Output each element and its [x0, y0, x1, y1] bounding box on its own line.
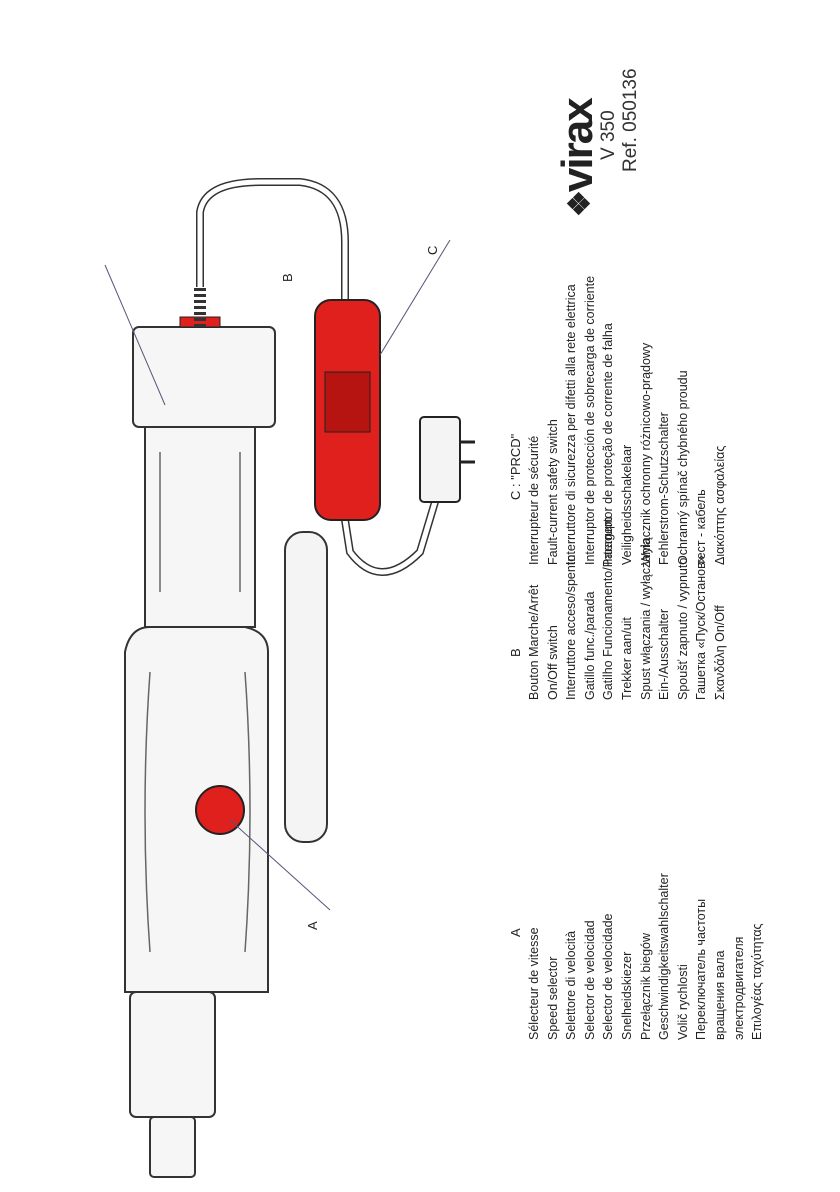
leader-c	[379, 239, 451, 356]
model-name: V 350	[598, 110, 619, 160]
speed-selector-knob	[195, 785, 245, 835]
logo-text: virax	[553, 99, 602, 193]
list-item: Geschwindigkeitswahlschalter	[657, 873, 672, 1040]
column-a: Sélecteur de vitesse Speed selector Sele…	[525, 873, 767, 1040]
list-item: Interruptor de protección de sobrecarga …	[582, 275, 597, 565]
list-item: Διακόπτης ασφαλείας	[712, 445, 727, 565]
list-item: Interruttore di sicurezza per difetti al…	[564, 284, 579, 565]
plug	[419, 416, 461, 503]
list-item: Selector de velocidad	[582, 920, 597, 1040]
list-item: Interruptor de proteção de corrente de f…	[601, 323, 616, 565]
list-item: Veiligheidsschakelaar	[619, 444, 634, 565]
list-item: Volič rychlosti	[675, 964, 690, 1040]
leader-b	[104, 264, 166, 406]
column-c: Interrupteur de sécurité Fault-current s…	[525, 276, 730, 565]
list-item: Snelheidskiezer	[619, 951, 634, 1040]
callout-c: C	[425, 245, 440, 255]
list-item: Fault-current safety switch	[545, 419, 560, 565]
callout-a: A	[305, 921, 320, 930]
list-item: Przełącznik biegów	[638, 933, 653, 1040]
list-item: Selettore di velocità	[564, 930, 579, 1040]
column-b-header: B	[508, 648, 523, 657]
reference-number: Ref. 050136	[620, 68, 641, 172]
logo-mark-icon: ❖	[563, 192, 597, 217]
list-item: Fehlerstrom-Schutzschalter	[657, 412, 672, 565]
list-item: вращения вала	[712, 950, 727, 1040]
switch-housing	[132, 326, 276, 428]
list-item: Speed selector	[545, 956, 560, 1040]
column-a-header: A	[508, 928, 523, 937]
list-item: Wyłącznik ochronny różnicowo-prądowy	[638, 342, 653, 565]
side-handle	[284, 531, 328, 843]
list-item: Selector de velocidade	[601, 913, 616, 1040]
list-item: Sélecteur de vitesse	[527, 927, 541, 1040]
collar	[129, 991, 216, 1118]
list-item: тест - кабель	[694, 489, 709, 565]
list-item: Переключатель частоты	[694, 898, 709, 1040]
virax-logo: ❖virax	[553, 99, 602, 217]
list-item: электродвигателя	[731, 936, 746, 1040]
list-item: Επιλογέας ταχύτητας	[750, 923, 765, 1040]
chuck	[149, 1116, 196, 1178]
motor-housing	[144, 426, 256, 628]
callout-b: B	[280, 273, 295, 282]
list-item: Ochranný spínač chybného proudu	[675, 370, 690, 565]
column-c-header: C : "PRCD"	[508, 433, 523, 500]
leader-a	[229, 819, 331, 911]
prcd-buttons	[324, 371, 371, 433]
list-item: Interrupteur de sécurité	[527, 435, 541, 565]
